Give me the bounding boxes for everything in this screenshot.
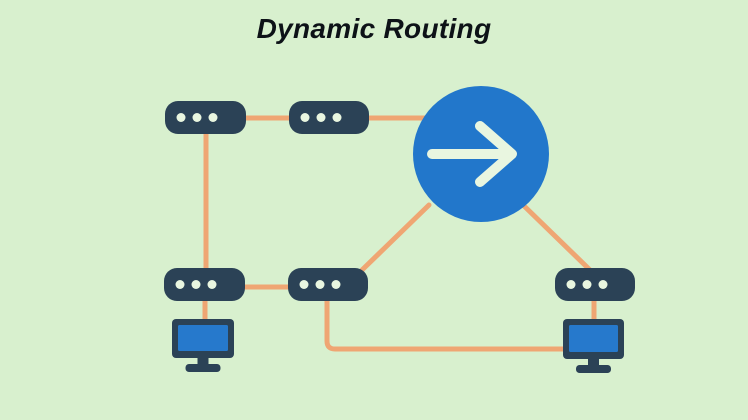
router-bottom-middle bbox=[288, 268, 368, 301]
hub-forward-arrow bbox=[413, 86, 549, 222]
router-body bbox=[555, 268, 635, 301]
router-dot bbox=[566, 280, 576, 289]
router-dot bbox=[300, 113, 310, 122]
link-hub-bottomright bbox=[517, 199, 593, 273]
computer-right bbox=[563, 319, 624, 373]
router-dot bbox=[208, 113, 218, 122]
monitor-screen bbox=[178, 325, 228, 351]
monitor-stand-base bbox=[576, 365, 611, 373]
router-dot bbox=[299, 280, 309, 289]
monitor-stand-neck bbox=[588, 357, 599, 367]
router-bottom-right bbox=[555, 268, 635, 301]
router-dot bbox=[582, 280, 592, 289]
monitor-stand-base bbox=[185, 364, 221, 372]
right-arrow-head-icon bbox=[475, 121, 517, 187]
router-dot bbox=[192, 113, 202, 122]
router-body bbox=[288, 268, 368, 301]
router-dot bbox=[331, 280, 341, 289]
router-top-left bbox=[165, 101, 246, 134]
router-top-middle bbox=[289, 101, 369, 134]
link-bottommiddle-hub bbox=[359, 202, 432, 273]
router-dot bbox=[176, 113, 186, 122]
link-bottommiddle-computerright bbox=[324, 297, 569, 352]
router-dot bbox=[598, 280, 608, 289]
router-dot bbox=[207, 280, 217, 289]
router-bottom-left bbox=[164, 268, 245, 301]
computer-left bbox=[172, 319, 234, 372]
router-dot bbox=[332, 113, 342, 122]
router-dot bbox=[175, 280, 185, 289]
monitor-stand-neck bbox=[197, 356, 209, 366]
diagram-title: Dynamic Routing bbox=[256, 13, 492, 44]
router-dot bbox=[315, 280, 325, 289]
router-dot bbox=[316, 113, 326, 122]
router-body bbox=[289, 101, 369, 134]
router-body bbox=[165, 101, 246, 134]
router-body bbox=[164, 268, 245, 301]
router-dot bbox=[191, 280, 201, 289]
monitor-screen bbox=[569, 325, 618, 352]
